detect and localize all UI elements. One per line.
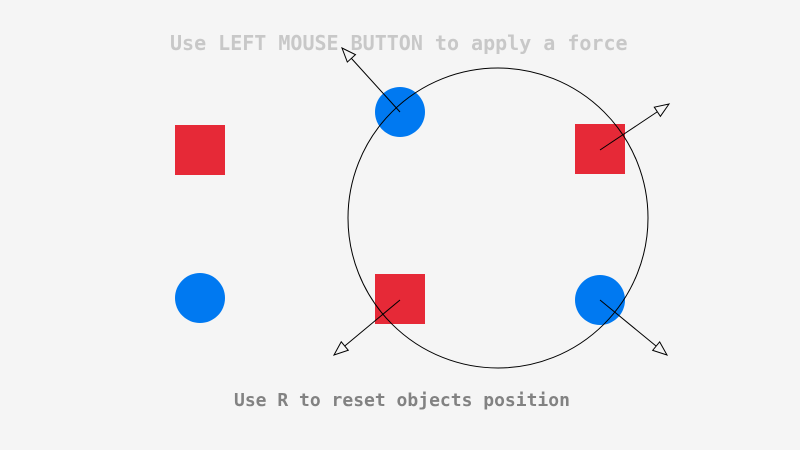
red-square-left[interactable] <box>175 125 225 175</box>
instruction-reset: Use R to reset objects position <box>234 390 570 411</box>
force-arrow-head <box>332 340 350 356</box>
force-arrow-head <box>653 103 671 118</box>
blue-circle-left[interactable] <box>175 273 225 323</box>
red-square-bottom[interactable] <box>375 274 425 324</box>
instruction-apply-force: Use LEFT MOUSE BUTTON to apply a force <box>170 31 628 55</box>
red-square-right[interactable] <box>575 124 625 174</box>
force-arrow-head <box>651 340 669 356</box>
blue-circle-right[interactable] <box>575 275 625 325</box>
blue-circle-top[interactable] <box>375 87 425 137</box>
